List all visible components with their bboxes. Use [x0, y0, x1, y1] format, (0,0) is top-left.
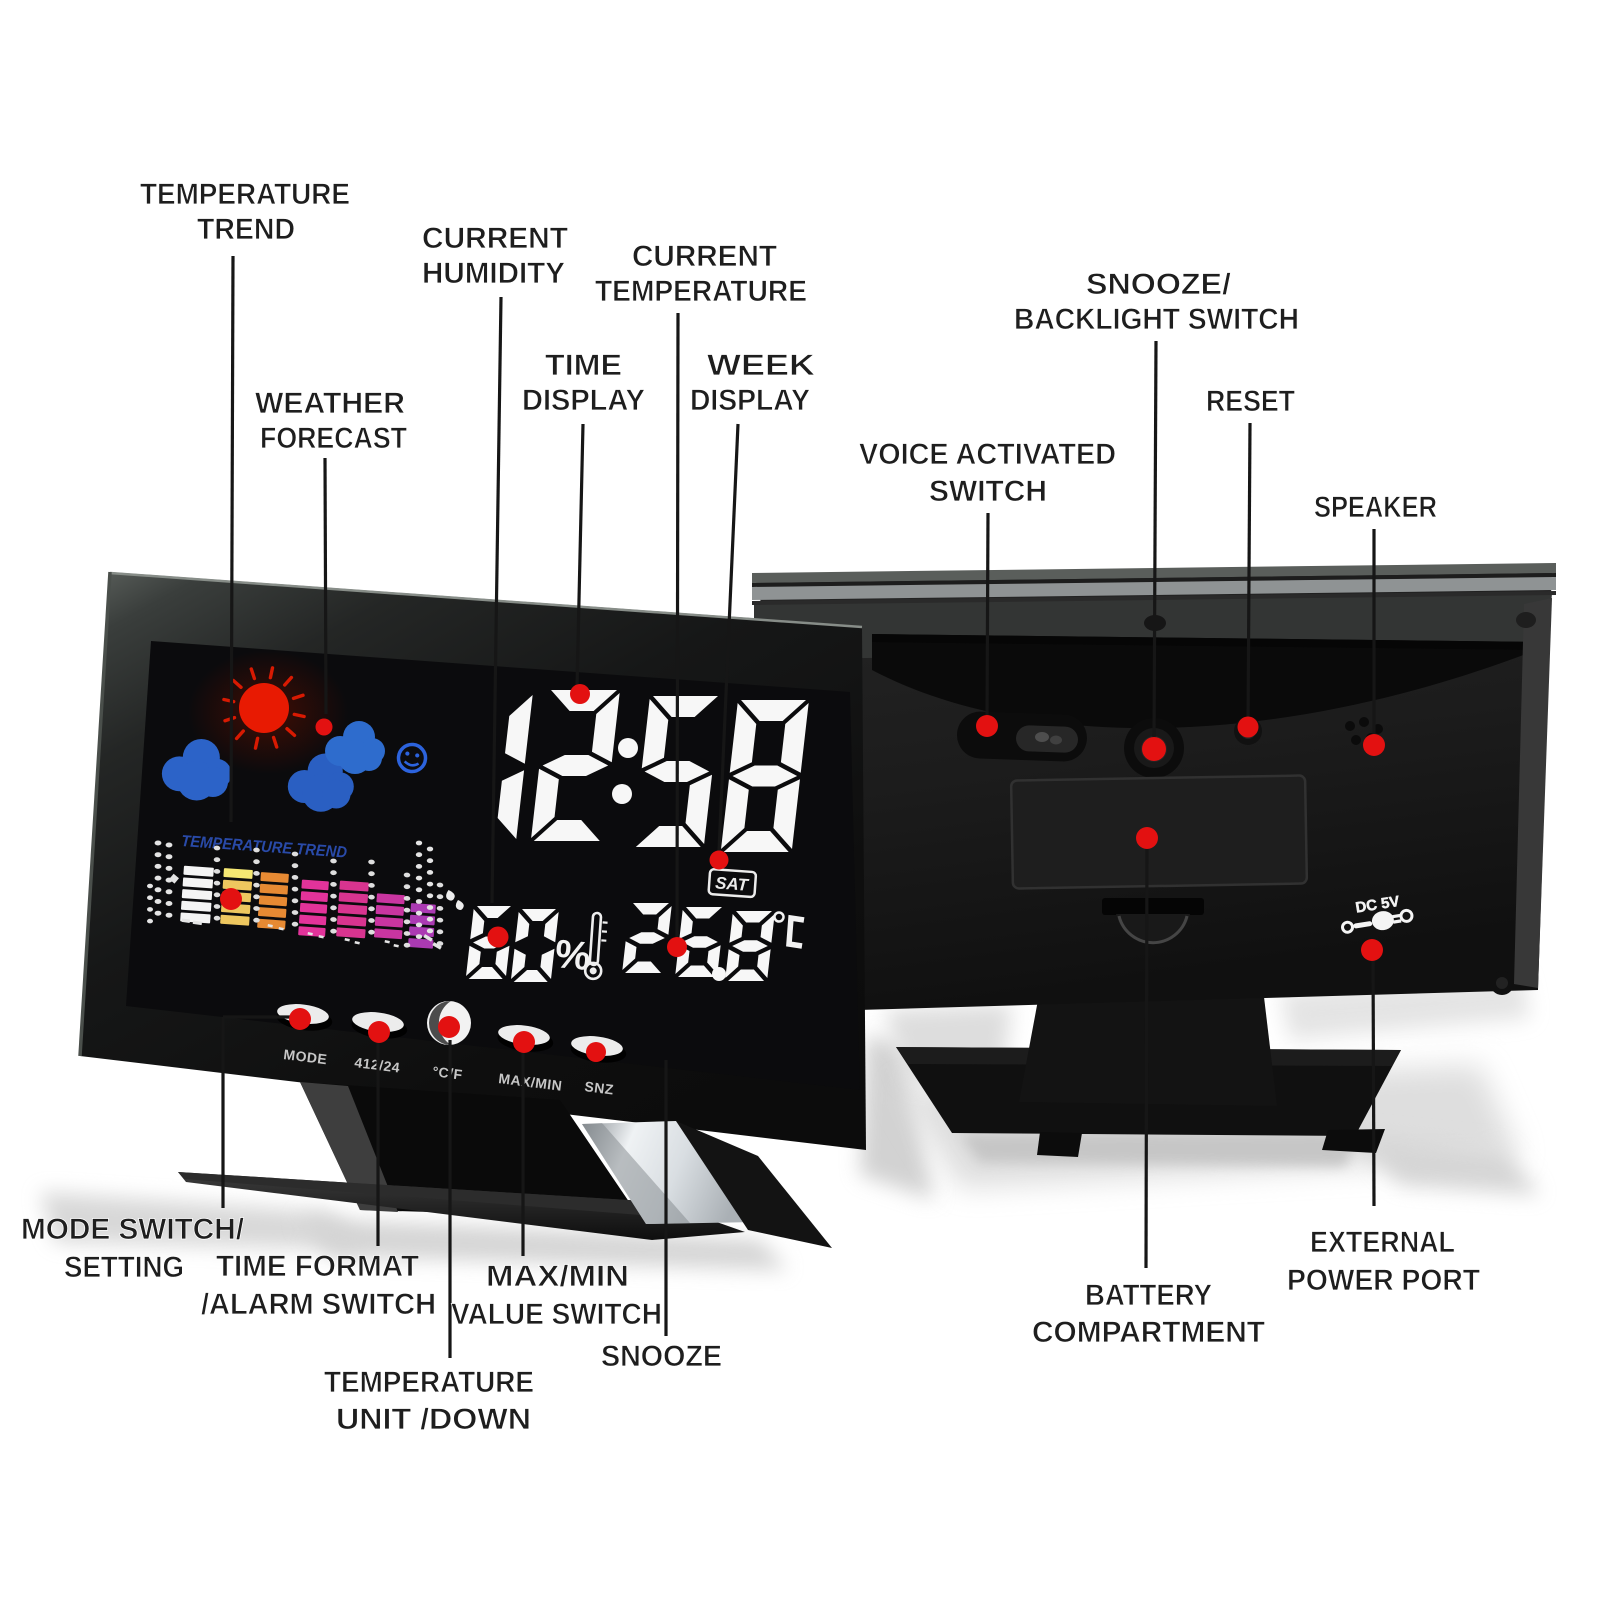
svg-text:POWER PORT: POWER PORT: [1287, 1264, 1480, 1297]
svg-text:SNOOZE/: SNOOZE/: [1086, 268, 1232, 301]
svg-text:WEEK: WEEK: [707, 349, 815, 382]
svg-text:TIME: TIME: [545, 349, 622, 382]
svg-text:UNIT /DOWN: UNIT /DOWN: [336, 1403, 531, 1436]
svg-text:CURRENT: CURRENT: [632, 240, 777, 273]
svg-text:CURRENT: CURRENT: [422, 222, 568, 255]
svg-text:/ALARM SWITCH: /ALARM SWITCH: [201, 1288, 436, 1321]
svg-text:FORECAST: FORECAST: [260, 422, 407, 455]
svg-text:BACKLIGHT SWITCH: BACKLIGHT SWITCH: [1014, 303, 1299, 336]
svg-text:HUMIDITY: HUMIDITY: [422, 257, 565, 290]
svg-text:%: %: [553, 932, 592, 979]
svg-text:VALUE SWITCH: VALUE SWITCH: [451, 1298, 662, 1331]
svg-text:COMPARTMENT: COMPARTMENT: [1032, 1316, 1265, 1349]
svg-text:VOICE ACTIVATED: VOICE ACTIVATED: [859, 438, 1116, 471]
svg-text:EXTERNAL: EXTERNAL: [1310, 1226, 1455, 1259]
svg-text:MAX/MIN: MAX/MIN: [486, 1260, 629, 1293]
svg-text:TREND: TREND: [197, 213, 295, 246]
svg-text:SPEAKER: SPEAKER: [1314, 491, 1437, 524]
svg-text:TEMPERATURE: TEMPERATURE: [324, 1366, 534, 1399]
svg-text:SAT: SAT: [715, 873, 751, 894]
svg-text:SETTING: SETTING: [64, 1251, 184, 1284]
svg-text:SWITCH: SWITCH: [929, 475, 1047, 508]
svg-text:DISPLAY: DISPLAY: [690, 384, 810, 417]
svg-text:TEMPERATURE: TEMPERATURE: [140, 178, 350, 211]
svg-text:SNOOZE: SNOOZE: [601, 1340, 722, 1373]
svg-text:TEMPERATURE: TEMPERATURE: [595, 275, 807, 308]
svg-text:BATTERY: BATTERY: [1085, 1279, 1212, 1312]
svg-text:RESET: RESET: [1206, 385, 1295, 418]
svg-text:TIME FORMAT: TIME FORMAT: [216, 1250, 419, 1283]
svg-text:WEATHER: WEATHER: [255, 387, 405, 420]
svg-text:DISPLAY: DISPLAY: [522, 384, 645, 417]
svg-text:MODE SWITCH/: MODE SWITCH/: [21, 1213, 245, 1246]
